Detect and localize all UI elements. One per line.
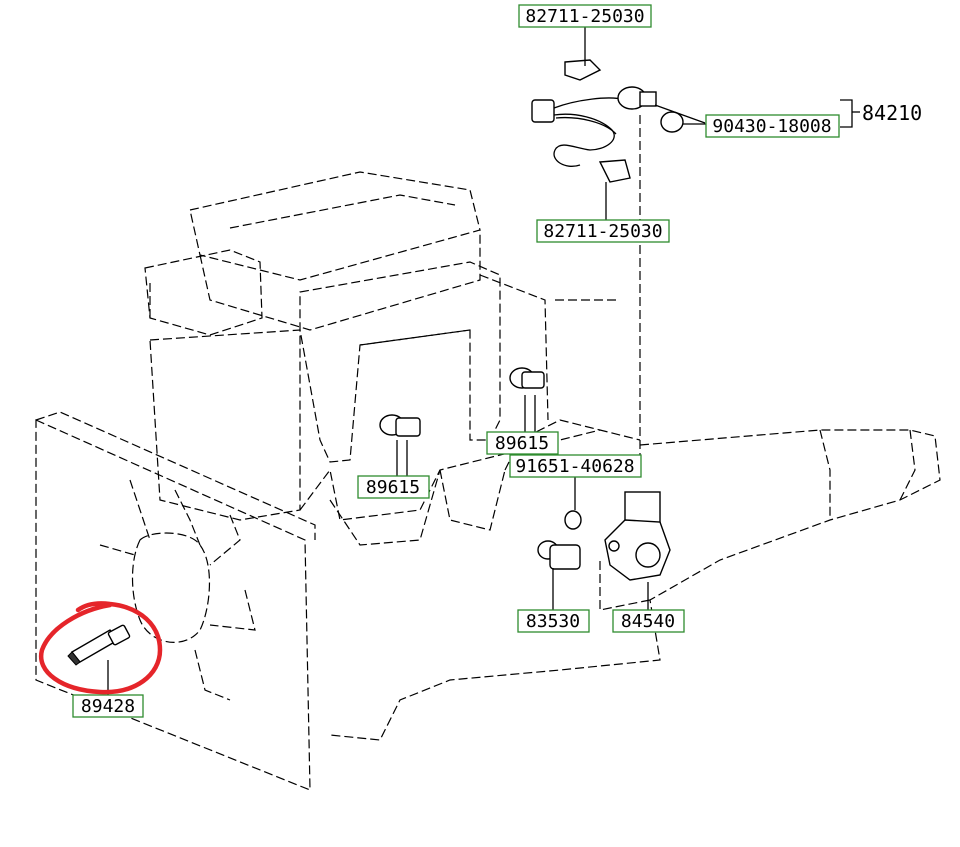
callout-91651: 91651-40628 (509, 454, 642, 478)
callout-84540: 84540 (612, 609, 685, 633)
callout-84210-text: 84210 (862, 101, 922, 125)
callout-90430: 90430-18008 (705, 114, 840, 138)
callout-83530: 83530 (517, 609, 590, 633)
callout-89615-right: 89615 (486, 431, 559, 455)
callout-84210: 84210 (862, 101, 922, 125)
leader-lines (555, 115, 641, 455)
callout-91651-text: 91651-40628 (515, 456, 634, 477)
callout-89615-left: 89615 (357, 475, 430, 499)
callout-90430-text: 90430-18008 (712, 116, 831, 137)
callout-89428-text: 89428 (81, 696, 135, 717)
callout-84540-text: 84540 (621, 611, 675, 632)
callout-83530-text: 83530 (526, 611, 580, 632)
wiring-harness (531, 59, 684, 183)
sensor-89615-right (509, 367, 545, 389)
callout-82711-bottom-text: 82711-25030 (543, 221, 662, 242)
switch-84540 (604, 491, 671, 581)
engine-outline (35, 171, 941, 791)
callout-82711-bottom: 82711-25030 (536, 219, 670, 243)
callout-89615-left-text: 89615 (366, 477, 420, 498)
callout-82711-top-text: 82711-25030 (525, 6, 644, 27)
callout-89428: 89428 (72, 694, 144, 718)
callout-89615-right-text: 89615 (495, 433, 549, 454)
switch-83530 (537, 540, 581, 570)
callout-82711-top: 82711-25030 (518, 4, 652, 28)
washer-91651 (564, 510, 582, 530)
sensor-89428 (67, 624, 131, 666)
sensor-89615-left (379, 414, 421, 437)
callouts: 82711-25030 90430-18008 84210 82711-2503… (72, 4, 922, 718)
highlight-circle (38, 601, 163, 695)
